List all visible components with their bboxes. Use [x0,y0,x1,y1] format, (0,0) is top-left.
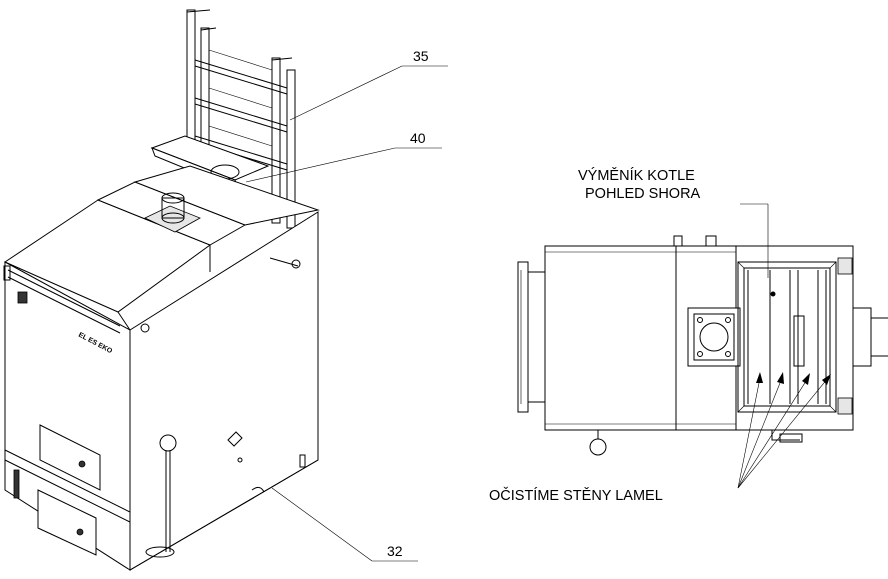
front-handle-bar [3,265,121,334]
exchanger-leader [740,203,776,297]
lower-door [13,469,97,556]
heat-exchanger-lamellae [737,261,837,413]
boiler-isometric-view: EL ES EKO [3,9,320,571]
callout-35-label: 35 [413,48,429,64]
side-details [227,257,306,493]
clean-walls-label: OČISTÍME STĚNY LAMEL [489,487,663,504]
top-view-title-line2: POHLED SHORA [585,186,701,202]
flue-flange [144,192,201,233]
callout-32-label: 32 [387,543,403,559]
top-cover-right [133,165,320,226]
callout-40: 40 [245,130,442,183]
top-view-title-line1: VÝMĚNÍK KOTLE [578,167,695,184]
front-switch [17,291,28,304]
top-view-flange [687,307,741,367]
upper-door [39,424,101,491]
clean-walls-arrows [737,372,831,489]
front-port [140,323,150,333]
callout-35: 35 [289,48,448,121]
callout-32: 32 [271,487,418,562]
boiler-top-view [517,235,888,456]
callout-40-label: 40 [410,130,426,146]
side-lever [145,434,177,558]
